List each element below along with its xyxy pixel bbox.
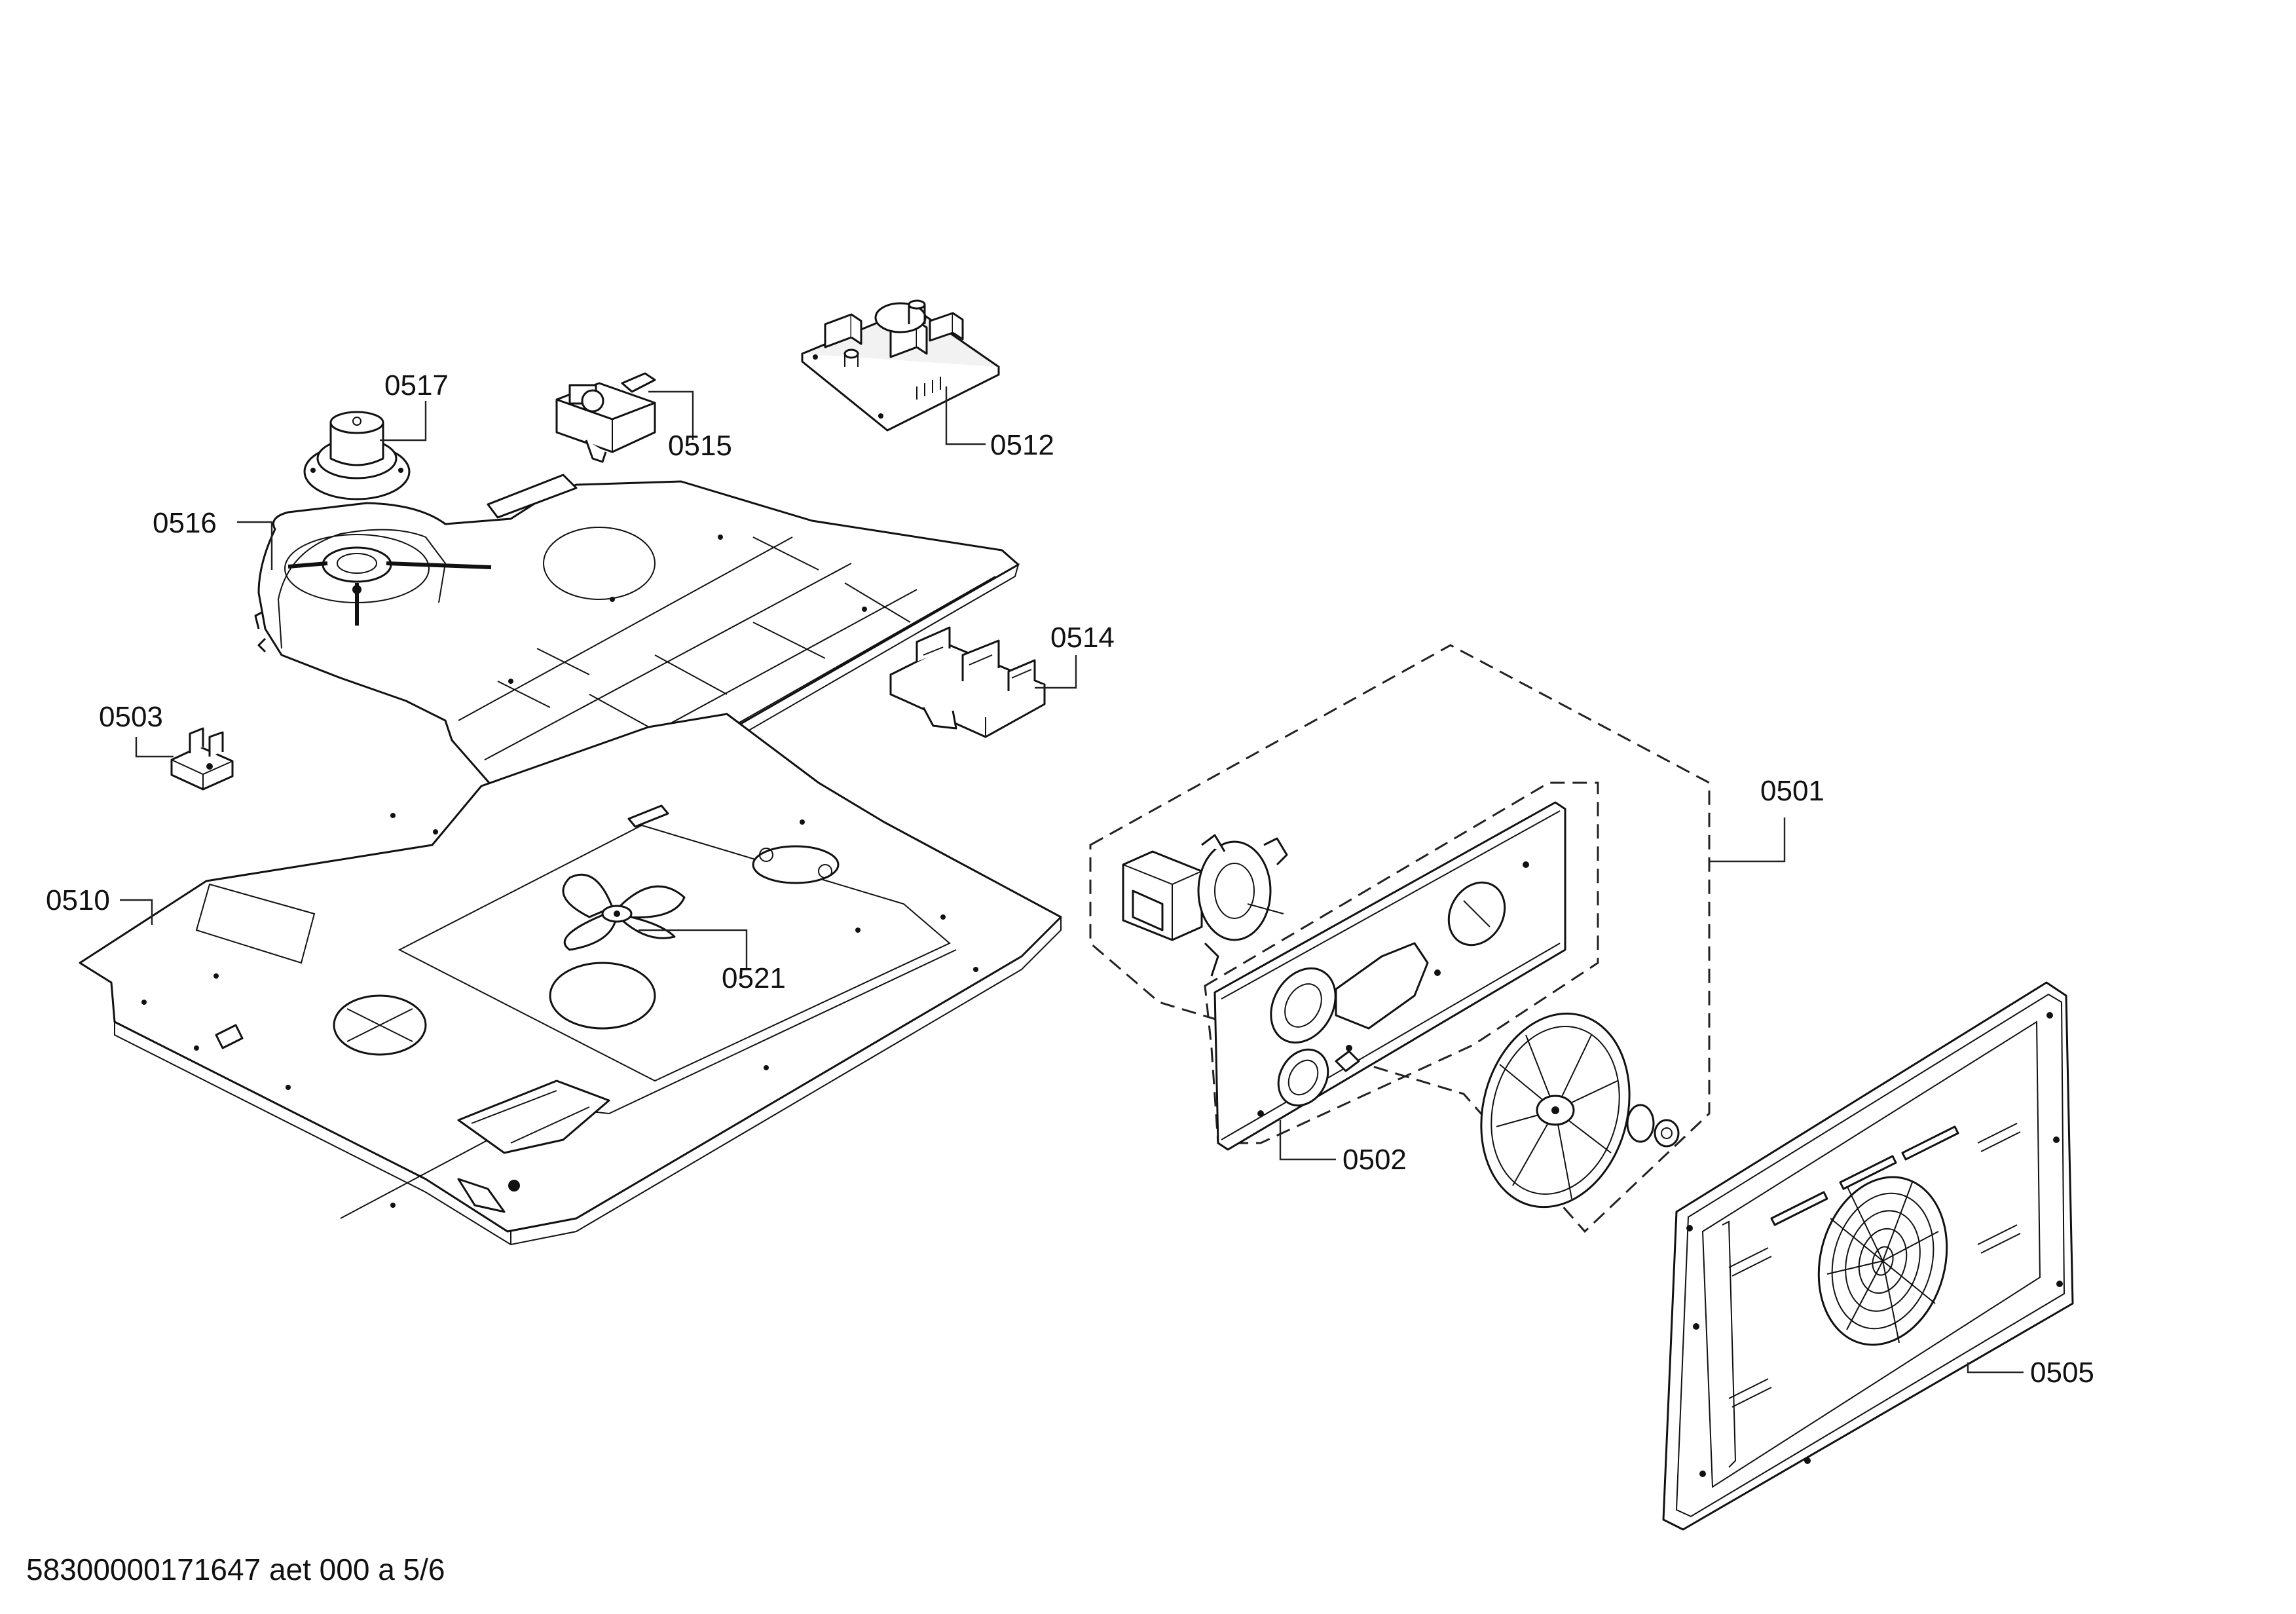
part-0516-air-duct[interactable] <box>254 474 1020 820</box>
callout-0516[interactable]: 0516 <box>153 507 217 539</box>
callout-0514[interactable]: 0514 <box>1050 622 1115 654</box>
part-0514-terminal-block[interactable] <box>889 626 1046 738</box>
callout-0521[interactable]: 0521 <box>722 962 786 994</box>
part-0503-bracket[interactable] <box>170 727 234 791</box>
assembly-0502-outline <box>1204 781 1599 1144</box>
leader-0512 <box>945 386 986 445</box>
leader-0516 <box>237 521 273 570</box>
leader-0521 <box>639 929 748 969</box>
part-0515-switch[interactable] <box>555 372 656 463</box>
leader-0510 <box>120 899 153 925</box>
part-0517-fan-motor[interactable] <box>303 411 411 500</box>
leader-0502 <box>1279 1120 1336 1161</box>
leader-0501 <box>1709 817 1786 863</box>
part-0510-base-plate[interactable] <box>79 713 1062 1246</box>
callout-0503[interactable]: 0503 <box>99 701 163 733</box>
part-0502-back-plate[interactable] <box>1213 801 1566 1151</box>
callout-0517[interactable]: 0517 <box>384 369 449 402</box>
part-0501-fan-wheel[interactable] <box>1460 997 1680 1224</box>
leader-0515 <box>648 390 694 440</box>
callout-0510[interactable]: 0510 <box>46 884 110 916</box>
callout-0501[interactable]: 0501 <box>1760 775 1824 807</box>
part-0512-circuit-board[interactable] <box>801 299 1000 432</box>
callout-0512[interactable]: 0512 <box>990 429 1054 461</box>
leader-0505 <box>1967 1362 2024 1374</box>
callout-0505[interactable]: 0505 <box>2030 1357 2094 1389</box>
document-id: 58300000171647 aet 000 a 5/6 <box>26 1552 445 1586</box>
callout-0502[interactable]: 0502 <box>1342 1144 1407 1176</box>
leader-0514 <box>1035 655 1077 689</box>
part-0521-fan-blade[interactable] <box>562 873 686 951</box>
part-0501-fan-motor[interactable] <box>1122 834 1288 977</box>
callout-0515[interactable]: 0515 <box>668 430 732 462</box>
leader-0503 <box>135 737 174 758</box>
leader-0517 <box>380 401 427 441</box>
assembly-0501-outline <box>1089 644 1711 1233</box>
part-0505-rear-wall[interactable] <box>1662 981 2074 1531</box>
